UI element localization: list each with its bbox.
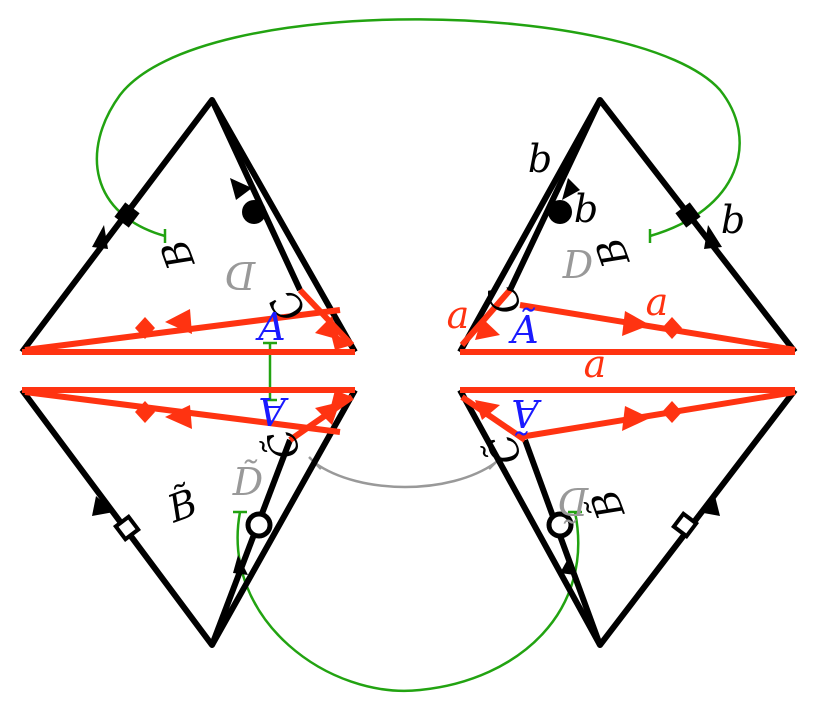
top-left-inner-dot	[242, 200, 266, 224]
label-a-top-right-1: a	[447, 293, 470, 337]
top-left-red-arrow-1	[165, 309, 192, 334]
top-left-inner-arrow	[230, 178, 252, 200]
bottom-right-red-arrow-1	[622, 406, 650, 431]
top-loop-connector	[95, 18, 741, 238]
top-right-inner-arrow	[562, 178, 580, 200]
label-A-top: A	[255, 305, 285, 349]
top-right-red-diamond	[662, 317, 682, 339]
label-B-tilde-bottom-left: B̃	[161, 480, 203, 531]
top-left-edge-arrow	[92, 225, 108, 249]
bottom-left-inner-ring	[245, 511, 273, 539]
label-A-tilde-top: Ã	[508, 308, 538, 352]
bottom-left-edge-arrow	[92, 496, 114, 516]
bottom-left-red-diamond	[135, 401, 155, 423]
bottom-right-red-diamond	[662, 401, 682, 423]
label-A-tilde-bottom: Ã	[511, 391, 541, 435]
bottom-left-red-arrow-1	[165, 405, 192, 429]
top-right-edge-square	[675, 202, 701, 228]
bottom-right-inner-ring	[546, 511, 574, 539]
label-D-top-left: D	[225, 253, 256, 297]
label-b-top-right-2: b	[574, 187, 598, 231]
label-a-middle-right: a	[584, 342, 607, 386]
label-B-top-right: B	[587, 232, 638, 274]
bottom-right-edge-arrow	[698, 496, 720, 516]
bottom-right-red-arrow-2	[475, 400, 500, 420]
bottom-left-edge-square	[112, 513, 142, 543]
gray-connector	[308, 456, 502, 489]
top-right-inner-edge	[507, 98, 603, 292]
top-left-red-diamond	[135, 317, 155, 339]
label-b-top-right-1: b	[528, 137, 552, 181]
top-right-red-arrow-1	[622, 311, 650, 336]
top-right-triangle	[457, 97, 798, 355]
label-D-tilde-bottom-left: D̃	[232, 460, 263, 504]
top-left-inner-edge	[209, 98, 303, 292]
bottom-right-triangle	[457, 387, 798, 648]
top-left-edge-square	[114, 202, 140, 228]
bottom-left-triangle	[19, 387, 358, 648]
label-D-tilde-bottom-right: D̃	[558, 479, 589, 523]
label-B-top-left: B	[152, 234, 203, 276]
bottom-right-inner-arrow	[560, 555, 575, 575]
top-right-inner-dot	[548, 200, 572, 224]
label-B-tilde-bottom-right: B̃	[582, 484, 633, 526]
top-left-triangle	[19, 97, 358, 355]
label-A-bottom: A	[258, 389, 288, 433]
top-right-red-arrow-2	[475, 318, 500, 340]
top-left-red-arrow-3	[330, 330, 352, 350]
bottom-left-inner-edge	[209, 438, 293, 647]
bottom-left-red-arrow-3	[330, 390, 352, 410]
label-b-top-right-3: b	[721, 198, 745, 242]
bottom-right-edge-square	[670, 510, 700, 540]
labels: B D C A A C̃ D̃ B̃ b b b B D C a a Ã a Ã…	[152, 137, 745, 532]
label-a-top-right-2: a	[646, 280, 669, 324]
bottom-left-inner-arrow	[233, 555, 248, 575]
bottom-loop-connector	[236, 511, 580, 693]
top-right-edge-arrow	[704, 225, 722, 249]
bottom-right-inner-edge	[522, 438, 603, 647]
label-D-top-right: D	[562, 243, 593, 287]
